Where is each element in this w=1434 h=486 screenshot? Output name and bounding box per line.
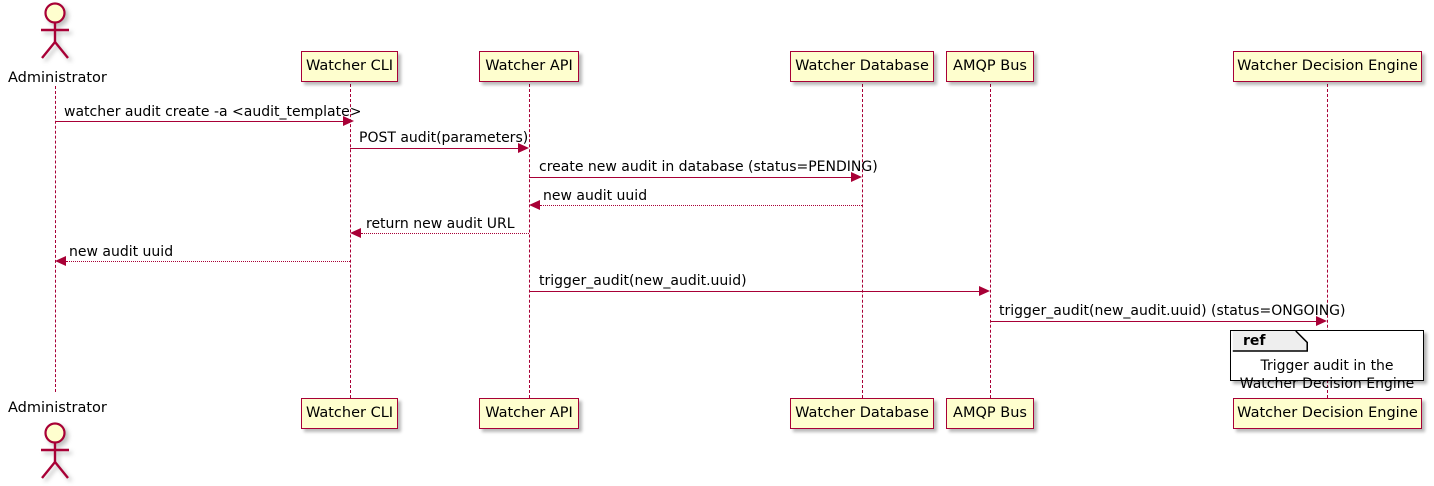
- message-line-m8: [990, 321, 1316, 322]
- participant-box-database-bottom[interactable]: Watcher Database: [790, 398, 934, 429]
- participant-label-amqp-top: AMQP Bus: [953, 58, 1027, 75]
- message-label-m2: POST audit(parameters): [359, 130, 529, 146]
- administrator-label-top: Administrator: [8, 70, 107, 86]
- message-arrowhead-m2: [518, 143, 529, 153]
- message-label-m6: new audit uuid: [69, 244, 174, 260]
- message-line-m5: [361, 233, 529, 234]
- lifeline-administrator: [55, 86, 56, 392]
- ref-fragment: ref Trigger audit in the Watcher Decisio…: [1230, 330, 1424, 392]
- message-arrowhead-m5: [350, 228, 361, 238]
- participant-label-decision-bottom: Watcher Decision Engine: [1237, 405, 1418, 422]
- message-line-m2: [350, 148, 518, 149]
- participant-box-decision-bottom[interactable]: Watcher Decision Engine: [1233, 398, 1422, 429]
- participant-label-decision-top: Watcher Decision Engine: [1237, 58, 1418, 75]
- lifeline-database: [862, 84, 863, 398]
- message-line-m7: [529, 291, 979, 292]
- message-arrowhead-m8: [1316, 316, 1327, 326]
- administrator-label-bottom: Administrator: [8, 400, 107, 416]
- ref-tab-shape-icon: [1232, 331, 1308, 352]
- lifeline-amqp: [990, 84, 991, 398]
- message-line-m3: [529, 177, 851, 178]
- message-label-m4: new audit uuid: [543, 188, 648, 204]
- message-label-m7: trigger_audit(new_audit.uuid): [539, 273, 747, 289]
- participant-box-api-bottom[interactable]: Watcher API: [479, 398, 579, 429]
- message-arrowhead-m6: [55, 256, 66, 266]
- participant-label-database-top: Watcher Database: [795, 58, 929, 75]
- message-arrowhead-m4: [529, 200, 540, 210]
- message-line-m1: [55, 121, 343, 122]
- message-arrowhead-m3: [851, 172, 862, 182]
- lifeline-decision: [1327, 84, 1328, 398]
- participant-box-amqp-top[interactable]: AMQP Bus: [946, 51, 1034, 82]
- participant-label-api-top: Watcher API: [485, 58, 573, 75]
- message-label-m1: watcher audit create -a <audit_template>: [64, 104, 362, 120]
- participant-box-cli-bottom[interactable]: Watcher CLI: [301, 398, 398, 429]
- participant-box-api-top[interactable]: Watcher API: [479, 51, 579, 82]
- participant-label-api-bottom: Watcher API: [485, 405, 573, 422]
- message-arrowhead-m7: [979, 286, 990, 296]
- lifeline-cli: [350, 84, 351, 398]
- message-label-m5: return new audit URL: [366, 216, 515, 232]
- participant-label-amqp-bottom: AMQP Bus: [953, 405, 1027, 422]
- participant-box-decision-top[interactable]: Watcher Decision Engine: [1233, 51, 1422, 82]
- participant-box-cli-top[interactable]: Watcher CLI: [301, 51, 398, 82]
- participant-label-cli-bottom: Watcher CLI: [305, 405, 394, 422]
- participant-box-database-top[interactable]: Watcher Database: [790, 51, 934, 82]
- lifeline-api: [529, 84, 530, 398]
- administrator-actor-icon-top: [32, 2, 78, 60]
- participant-label-cli-top: Watcher CLI: [305, 58, 394, 75]
- message-label-m8: trigger_audit(new_audit.uuid) (status=ON…: [999, 303, 1346, 319]
- message-arrowhead-m1: [343, 116, 354, 126]
- message-line-m6: [66, 261, 350, 262]
- participant-box-amqp-bottom[interactable]: AMQP Bus: [946, 398, 1034, 429]
- ref-body-line2: Watcher Decision Engine: [1239, 376, 1415, 392]
- administrator-actor-icon-bottom: [32, 422, 78, 480]
- ref-keyword-label: ref: [1243, 333, 1266, 349]
- ref-body-line1: Trigger audit in the: [1260, 358, 1394, 374]
- participant-label-database-bottom: Watcher Database: [795, 405, 929, 422]
- message-line-m4: [540, 205, 862, 206]
- message-label-m3: create new audit in database (status=PEN…: [539, 159, 878, 175]
